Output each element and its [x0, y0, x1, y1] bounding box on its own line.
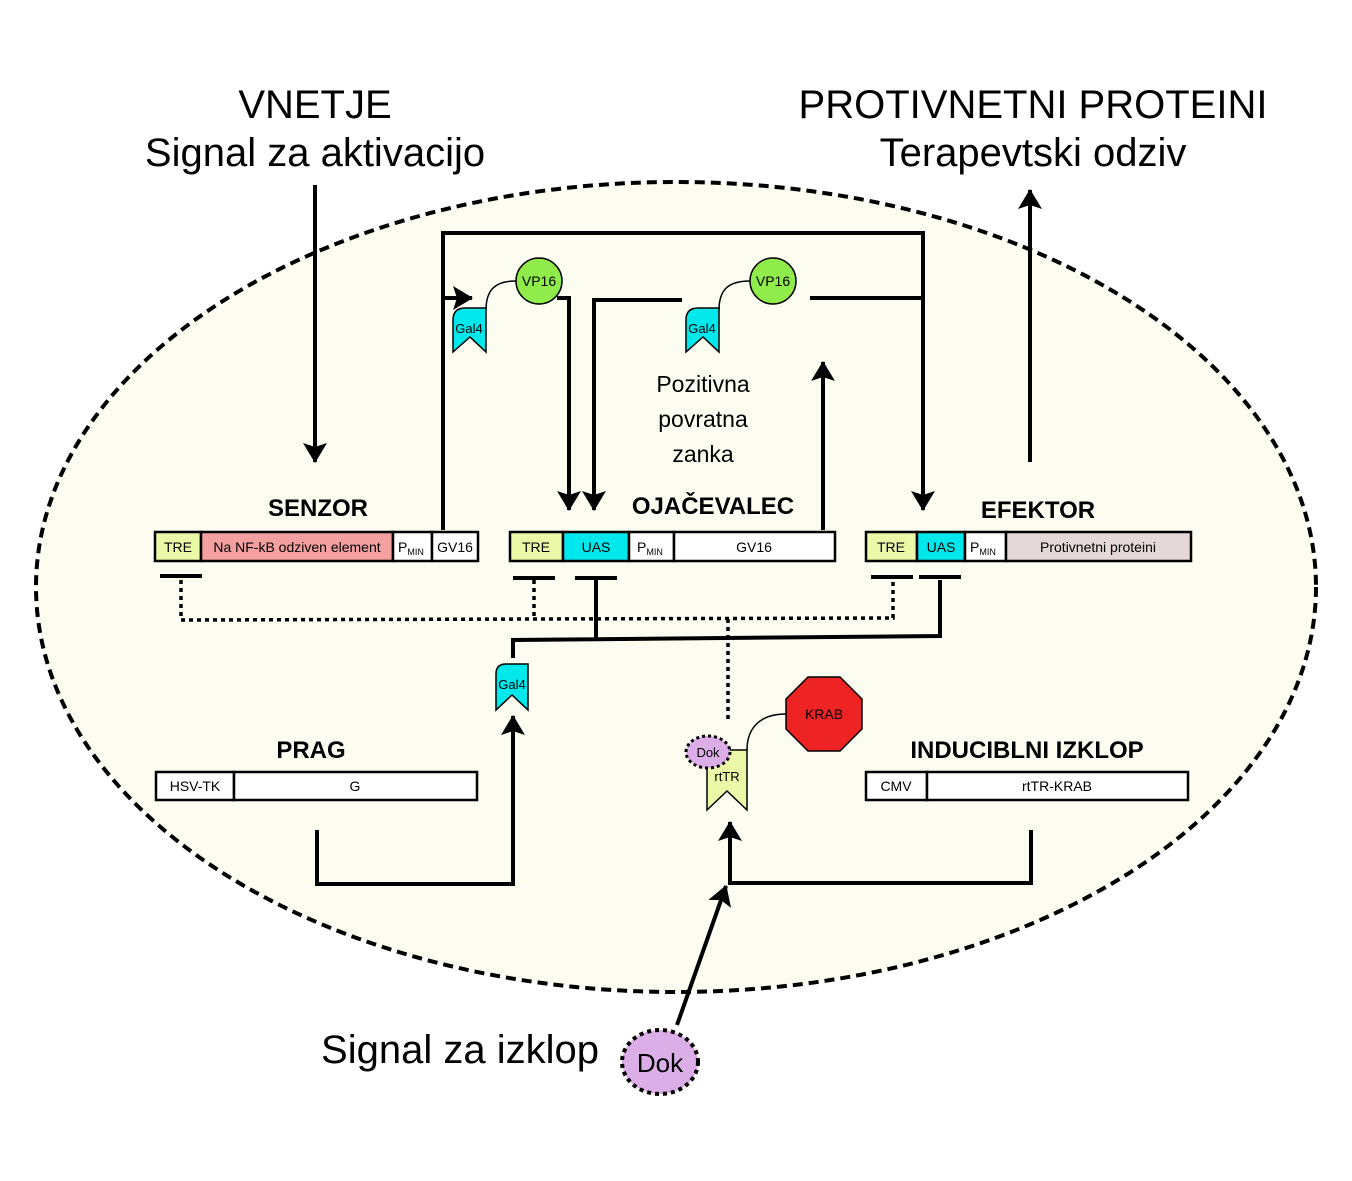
gal4-protein: [495, 663, 529, 712]
feedback-to-uas-line: [582, 298, 682, 511]
svg-text:HSV-TK: HSV-TK: [170, 778, 221, 794]
svg-text:TRE: TRE: [877, 539, 905, 555]
svg-text:PMIN: PMIN: [637, 539, 663, 557]
output-subtitle: Terapevtski odziv: [880, 131, 1187, 175]
cell-membrane: [34, 180, 1318, 994]
gal4-vp16-complex-2: Gal4 VP16: [685, 257, 797, 354]
ojacevalec-title: OJAČEVALEC: [632, 492, 794, 520]
vp16-protein: [515, 257, 563, 305]
linker: [718, 280, 751, 311]
segment-rttr-krab: [925, 770, 1190, 802]
feedback-label-2: povratna: [658, 406, 748, 432]
prag-expression-arrow: [315, 715, 525, 886]
linker: [485, 280, 517, 311]
module-izklop: INDUCIBLNI IZKLOP CMV rtTR-KRAB: [864, 737, 1190, 802]
vp16-label: VP16: [522, 273, 556, 289]
shutdown-arrow: [675, 885, 732, 1026]
svg-text:UAS: UAS: [582, 539, 611, 555]
svg-text:GV16: GV16: [437, 539, 473, 555]
svg-text:PMIN: PMIN: [970, 539, 996, 557]
module-prag: PRAG HSV-TK G: [154, 737, 479, 802]
dok-bound: [684, 734, 732, 770]
svg-text:PMIN: PMIN: [398, 539, 424, 557]
segment-proteins: [1004, 530, 1193, 563]
gal4-threshold-protein: Gal4: [495, 663, 529, 712]
feedback-label-3: zanka: [672, 441, 734, 467]
svg-text:GV16: GV16: [736, 539, 772, 555]
svg-text:CMV: CMV: [880, 778, 912, 794]
segment-pmin: [391, 530, 434, 563]
input-title: VNETJE: [238, 83, 391, 127]
dok-bound-label: Dok: [696, 745, 720, 760]
gal4-repression-line: [511, 580, 942, 658]
segment-uas: [561, 530, 631, 563]
gal4-protein: [452, 307, 487, 354]
vp16-protein: [749, 257, 797, 305]
segment-tre: [153, 530, 203, 563]
krab-label: KRAB: [805, 706, 843, 722]
senzor-to-efektor-line: [441, 231, 935, 530]
dok-signal-label: Dok: [637, 1048, 684, 1078]
senzor-title: SENZOR: [268, 495, 368, 522]
gal4-label: Gal4: [688, 321, 715, 336]
repression-bars: [160, 574, 961, 580]
svg-text:Na NF-kB odziven element: Na NF-kB odziven element: [213, 539, 380, 555]
feedback-label-1: Pozitivna: [656, 371, 750, 397]
izklop-expression-arrow: [718, 821, 1033, 885]
segment-uas: [915, 530, 967, 563]
gal4-vp16-complex-1: Gal4 VP16: [452, 257, 563, 354]
segment-nfkb: [199, 530, 395, 563]
gal4-label: Gal4: [455, 321, 482, 336]
krab-protein: [785, 676, 863, 752]
segment-gv16: [672, 530, 837, 563]
segment-hsv-tk: [154, 770, 236, 802]
gal4-protein: [685, 307, 720, 354]
output-title: PROTIVNETNI PROTEINI: [799, 83, 1268, 127]
segment-gv16: [430, 530, 480, 563]
segment-pmin: [963, 530, 1008, 563]
vp16-to-uas-line: [557, 296, 581, 511]
dok-signal: [620, 1028, 700, 1096]
efektor-title: EFEKTOR: [981, 497, 1095, 524]
input-subtitle: Signal za aktivacijo: [145, 131, 485, 175]
prag-title: PRAG: [276, 737, 345, 764]
vp16-label: VP16: [756, 273, 790, 289]
svg-text:TRE: TRE: [522, 539, 550, 555]
svg-text:UAS: UAS: [927, 539, 956, 555]
module-senzor: SENZOR TRE Na NF-kB odziven element PMIN…: [153, 495, 480, 563]
linker: [746, 713, 787, 751]
shutdown-signal-label: Signal za izklop: [321, 1028, 599, 1072]
svg-text:rtTR-KRAB: rtTR-KRAB: [1022, 778, 1092, 794]
rttr-krab-complex: rtTR Dok KRAB: [684, 676, 863, 812]
segment-g: [232, 770, 479, 802]
svg-text:Protivnetni proteini: Protivnetni proteini: [1040, 539, 1156, 555]
svg-text:G: G: [350, 778, 361, 794]
module-ojacevalec: OJAČEVALEC TRE UAS PMIN GV16: [508, 492, 837, 563]
gal4-label: Gal4: [498, 677, 525, 692]
izklop-title: INDUCIBLNI IZKLOP: [910, 737, 1143, 764]
module-efektor: EFEKTOR TRE UAS PMIN Protivnetni protein…: [864, 497, 1193, 563]
rttr-label: rtTR: [714, 769, 739, 784]
svg-text:TRE: TRE: [164, 539, 192, 555]
